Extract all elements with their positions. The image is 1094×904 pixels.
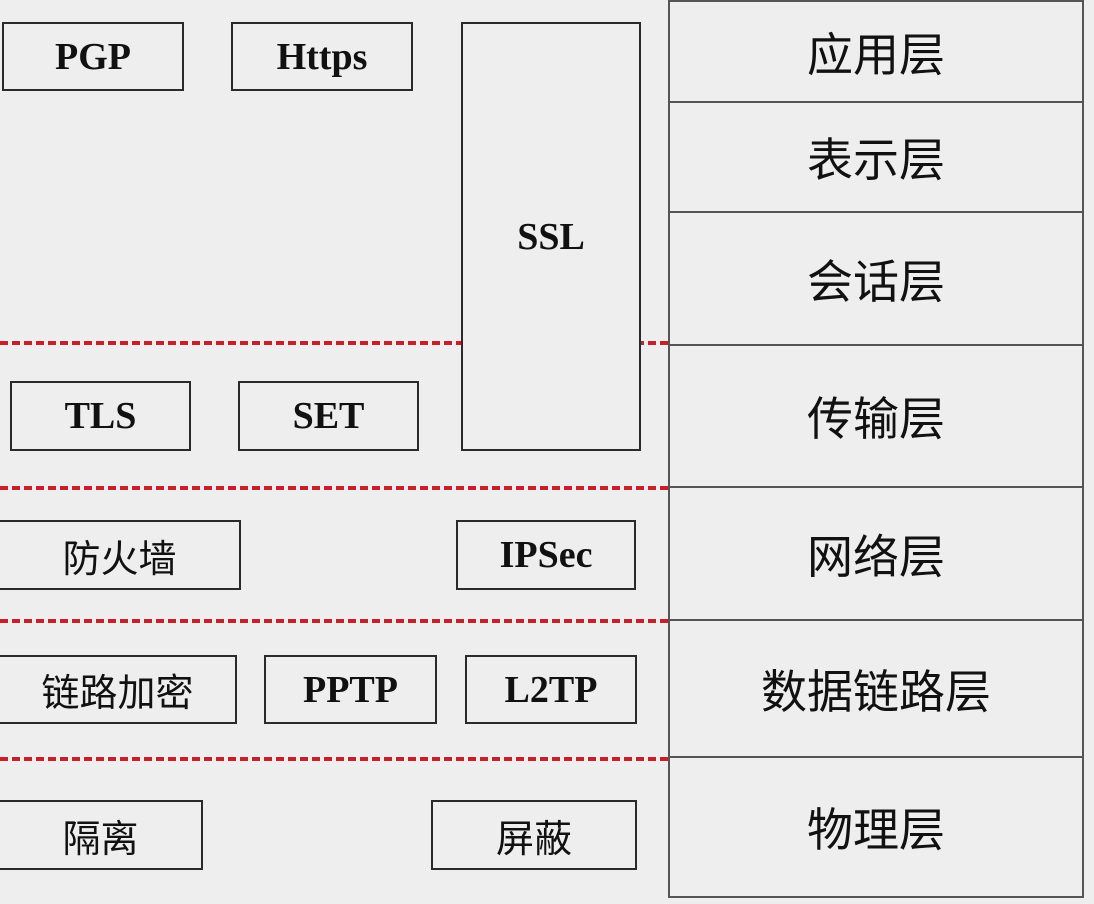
layer-presentation: 表示层 xyxy=(668,101,1084,213)
protocol-isolation: 隔离 xyxy=(0,800,203,870)
protocol-shielding: 屏蔽 xyxy=(431,800,637,870)
divider-line xyxy=(0,341,668,345)
protocol-set: SET xyxy=(238,381,419,451)
protocol-pgp: PGP xyxy=(2,22,184,91)
protocol-tls: TLS xyxy=(10,381,191,451)
protocol-pptp: PPTP xyxy=(264,655,437,724)
layer-physical: 物理层 xyxy=(668,756,1084,898)
protocol-firewall: 防火墙 xyxy=(0,520,241,590)
layer-transport: 传输层 xyxy=(668,344,1084,488)
layer-data-link: 数据链路层 xyxy=(668,619,1084,758)
divider-line xyxy=(0,486,668,490)
protocol-ipsec: IPSec xyxy=(456,520,636,590)
divider-line xyxy=(0,619,668,623)
divider-line xyxy=(0,757,668,761)
protocol-link-encryption: 链路加密 xyxy=(0,655,237,724)
layer-network: 网络层 xyxy=(668,486,1084,621)
protocol-l2tp: L2TP xyxy=(465,655,637,724)
layer-session: 会话层 xyxy=(668,211,1084,346)
layer-application: 应用层 xyxy=(668,0,1084,103)
protocol-ssl: SSL xyxy=(461,22,641,451)
protocol-https: Https xyxy=(231,22,413,91)
